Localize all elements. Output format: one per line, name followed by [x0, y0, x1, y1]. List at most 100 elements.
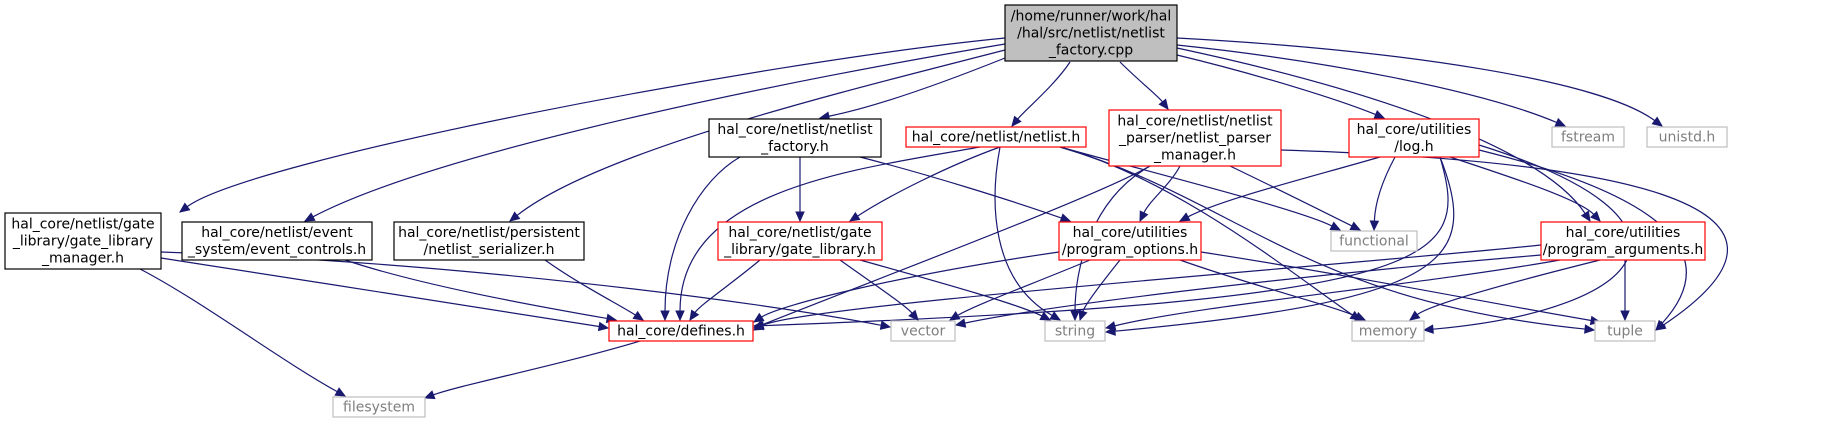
- node-memory[interactable]: memory: [1351, 320, 1425, 342]
- edge-line: [160, 257, 600, 328]
- node-vector[interactable]: vector: [890, 320, 956, 342]
- arrowhead: [1584, 324, 1596, 334]
- edge-line: [1200, 251, 1592, 322]
- node-nl[interactable]: hal_core/netlist/netlist.h: [905, 126, 1087, 148]
- node-label-line: /program_options.h: [1062, 242, 1198, 258]
- edge-line: [694, 259, 761, 313]
- edge-root-to-fstream: [1176, 44, 1567, 127]
- node-label-line: _factory.cpp: [1048, 43, 1133, 59]
- arrowhead: [675, 310, 685, 322]
- node-label-line: hal_core/netlist/netlist: [1117, 114, 1273, 130]
- edge-line: [1176, 54, 1376, 116]
- edge-npm-to-po: [1139, 165, 1181, 223]
- edge-root-to-nl: [1011, 61, 1071, 127]
- node-string[interactable]: string: [1044, 320, 1106, 342]
- arrowhead: [1011, 115, 1022, 127]
- node-label-line: hal_core/utilities: [1073, 225, 1188, 241]
- node-nf[interactable]: hal_core/netlist/netlist_factory.h: [708, 118, 882, 158]
- node-log[interactable]: hal_core/utilities/log.h: [1348, 118, 1480, 158]
- edge-line: [1176, 44, 1557, 124]
- arrowhead: [1651, 116, 1663, 127]
- arrowhead: [1178, 212, 1191, 222]
- edge-line: [679, 146, 981, 312]
- edge-pa-to-string: [1104, 259, 1561, 331]
- edge-line: [1416, 259, 1601, 316]
- arrowhead: [1078, 309, 1088, 322]
- arrowhead: [954, 318, 967, 328]
- node-box: [890, 320, 956, 342]
- edge-log-to-functional: [1369, 156, 1396, 232]
- node-label-line: _manager.h: [1153, 148, 1236, 164]
- node-label-line: /program_arguments.h: [1543, 242, 1704, 258]
- edge-nl-to-gl: [848, 146, 1001, 222]
- edge-line: [1017, 61, 1071, 120]
- edge-line: [859, 156, 1062, 219]
- edge-root-to-npm: [1119, 61, 1169, 110]
- edge-po-to-defines: [752, 251, 1060, 323]
- node-ns[interactable]: hal_core/netlist/persistent/netlist_seri…: [393, 221, 585, 261]
- edge-pa-to-vector: [954, 254, 1542, 328]
- edge-glm-to-defines: [160, 257, 610, 332]
- edge-line: [186, 37, 1006, 208]
- node-npm[interactable]: hal_core/netlist/netlist_parser/netlist_…: [1108, 109, 1282, 167]
- edge-ns-to-defines: [544, 259, 645, 321]
- arrowhead: [1373, 109, 1386, 119]
- edge-line: [1082, 259, 1121, 312]
- edge-line: [964, 254, 1542, 324]
- node-label-line: vector: [901, 324, 946, 340]
- arrowhead: [1059, 213, 1072, 223]
- node-label-line: fstream: [1561, 130, 1615, 146]
- edge-nl-to-functional: [1059, 146, 1342, 231]
- edge-root-to-nf: [818, 57, 1006, 121]
- edge-line: [828, 57, 1006, 117]
- node-po[interactable]: hal_core/utilities/program_options.h: [1058, 221, 1202, 261]
- arrowhead: [597, 321, 610, 332]
- node-box: [1551, 126, 1625, 148]
- edge-pa-to-tuple: [1620, 260, 1630, 322]
- node-box: [332, 396, 426, 418]
- edge-line: [761, 251, 1060, 318]
- node-box: [1058, 221, 1202, 261]
- node-unistd[interactable]: unistd.h: [1646, 126, 1728, 148]
- node-label-line: hal_core/utilities: [1566, 225, 1681, 241]
- edge-line: [433, 340, 641, 396]
- node-label-line: unistd.h: [1659, 130, 1716, 146]
- arrowhead: [1070, 310, 1080, 322]
- node-box: [708, 118, 882, 158]
- node-tuple[interactable]: tuple: [1594, 320, 1656, 342]
- edge-line: [312, 43, 1006, 218]
- node-root[interactable]: /home/runner/work/hal/hal/src/netlist/ne…: [1004, 4, 1178, 62]
- edge-pa-to-defines: [752, 244, 1542, 331]
- node-ec[interactable]: hal_core/netlist/event_system/event_cont…: [181, 221, 373, 261]
- node-gl[interactable]: hal_core/netlist/gate_library/gate_libra…: [717, 221, 883, 261]
- node-pa[interactable]: hal_core/utilities/program_arguments.h: [1540, 221, 1706, 261]
- edge-npm-to-functional: [1229, 165, 1362, 231]
- node-defines[interactable]: hal_core/defines.h: [608, 320, 754, 342]
- arrowhead: [1349, 221, 1362, 231]
- node-functional[interactable]: functional: [1330, 230, 1418, 252]
- edge-log-to-pa: [1449, 156, 1601, 222]
- node-label-line: hal_core/netlist/event: [201, 225, 353, 241]
- node-label-line: functional: [1339, 234, 1409, 250]
- node-fstream[interactable]: fstream: [1551, 126, 1625, 148]
- edge-defines-to-filesystem: [423, 340, 641, 400]
- edge-root-to-ec: [303, 43, 1006, 222]
- arrowhead: [509, 211, 521, 222]
- edge-nf-to-po: [859, 156, 1072, 223]
- arrowhead: [1039, 311, 1052, 321]
- node-box: [1540, 221, 1706, 261]
- edge-line: [544, 259, 636, 316]
- edge-line: [1119, 61, 1163, 103]
- arrowhead: [689, 309, 700, 322]
- edge-line: [1114, 259, 1561, 327]
- arrowhead: [1049, 311, 1062, 321]
- node-box: [608, 320, 754, 342]
- node-box: [4, 212, 162, 270]
- node-filesystem[interactable]: filesystem: [332, 396, 426, 418]
- arrowhead: [1409, 310, 1421, 321]
- arrowhead: [1589, 210, 1601, 222]
- node-label-line: hal_core/netlist/persistent: [398, 225, 580, 241]
- arrowhead: [1655, 319, 1666, 331]
- node-glm[interactable]: hal_core/netlist/gate_library/gate_libra…: [4, 212, 162, 270]
- arrowhead: [1554, 117, 1567, 127]
